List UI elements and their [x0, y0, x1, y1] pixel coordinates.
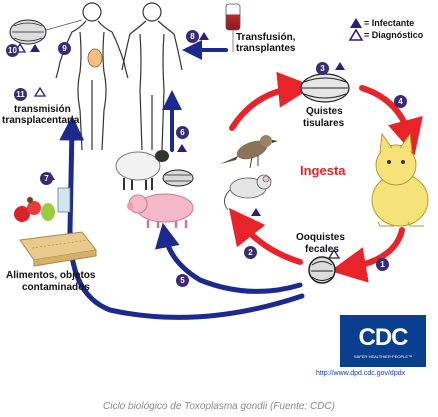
food-icon: [14, 187, 71, 222]
tissue-cyst-icon: [300, 73, 350, 103]
oocyst-icon: [308, 256, 336, 284]
label-ooquistes-2: fecales: [305, 244, 339, 255]
label-alimentos-1: Alimentos, objetos: [6, 270, 96, 281]
legend-diagnostic-icon: [348, 28, 364, 41]
label-transfusion-1: Transfusión,: [236, 32, 296, 43]
label-alimentos-2: contaminados: [22, 282, 90, 293]
label-ingesta: Ingesta: [300, 163, 346, 178]
label-transplacental-1: transmisión: [14, 104, 71, 115]
pig-icon: [127, 193, 194, 228]
stage-badge-6: 6: [176, 126, 189, 139]
stage-badge-4: 4: [394, 95, 407, 108]
mouse-icon: [224, 174, 272, 211]
arrow-food-to-human: [59, 115, 305, 320]
lifecycle-diagram: 3 4 1 2 5 6 7 8 9 10 11 = Infectante = D…: [2, 2, 429, 377]
stage-badge-10: 10: [6, 44, 19, 57]
label-quistes-1: Quistes: [306, 106, 343, 117]
legend-diagnostic-label: = Diagnóstico: [364, 30, 424, 40]
meat-cyst-icon: [162, 169, 194, 187]
marker-triangle: [251, 208, 261, 216]
stage-badge-7: 7: [40, 172, 53, 185]
cat-icon: [371, 132, 429, 227]
stage-badge-5: 5: [176, 274, 189, 287]
stage-badge-8: 8: [186, 30, 199, 43]
figure-caption: Ciclo biológico de Toxoplasma gondii (Fu…: [103, 401, 335, 412]
label-transfusion-2: transplantes: [236, 43, 296, 54]
stage-badge-2: 2: [244, 246, 257, 259]
arrow-to-cat: [359, 85, 423, 156]
human-female-figure: [55, 2, 129, 151]
arrow-cat-to-oocyst: [330, 227, 405, 283]
marker-triangle: [177, 144, 187, 152]
label-quistes-2: tisulares: [303, 118, 345, 129]
sheep-icon: [115, 150, 169, 190]
bird-icon: [220, 135, 278, 169]
human-male-figure: [121, 2, 183, 151]
cdc-logo: CDC SAFER·HEALTHIER·PEOPLE™: [340, 315, 426, 367]
marker-triangle: [30, 44, 40, 52]
blood-bag-icon: [225, 3, 241, 52]
arrow-oocyst-to-rodent: [228, 207, 303, 265]
cdc-logo-tagline: SAFER·HEALTHIER·PEOPLE™: [353, 354, 413, 359]
marker-triangle: [327, 248, 341, 259]
legend-infective-label: = Infectante: [364, 18, 415, 28]
stage-badge-3: 3: [316, 62, 329, 75]
cdc-logo-text: CDC: [358, 324, 409, 351]
stage-badge-11: 11: [14, 88, 27, 101]
source-url[interactable]: http://www.dpd.cdc.gov/dpdx: [316, 370, 406, 377]
arrow-oocyst-to-pig: [154, 222, 303, 294]
stage-badge-9: 9: [58, 42, 71, 55]
marker-triangle: [33, 86, 47, 97]
label-transplacental-2: transplacentaria: [2, 115, 80, 126]
arrow-to-quistes: [229, 71, 314, 131]
marker-triangle: [335, 62, 345, 70]
diagram-graphics: [9, 2, 429, 320]
stage-badge-1: 1: [376, 258, 389, 271]
fetus-icon: [87, 48, 103, 68]
litter-box-icon: [19, 231, 97, 267]
legend-infective-icon: [350, 18, 362, 28]
label-ooquistes-1: Ooquistes: [296, 232, 345, 243]
marker-triangle: [199, 32, 209, 40]
